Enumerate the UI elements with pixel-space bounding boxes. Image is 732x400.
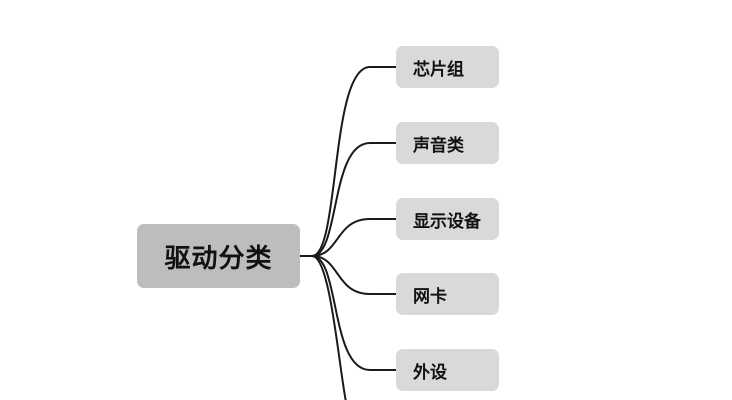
- root-node-label: 驱动分类: [164, 243, 273, 274]
- node-label: 外设: [413, 362, 447, 383]
- root-node[interactable]: 驱动分类: [137, 224, 300, 288]
- node-label: 芯片组: [413, 59, 464, 80]
- node-audio[interactable]: 声音类: [396, 122, 499, 164]
- node-network-card[interactable]: 网卡: [396, 273, 499, 315]
- connector-line-network: [311, 255, 396, 295]
- node-chipset[interactable]: 芯片组: [396, 46, 499, 88]
- connector-line-audio: [311, 142, 396, 257]
- node-label: 网卡: [413, 286, 447, 307]
- node-display-devices[interactable]: 显示设备: [396, 198, 499, 240]
- node-peripherals[interactable]: 外设: [396, 349, 499, 391]
- connector-line-chipset: [300, 66, 396, 257]
- node-label: 显示设备: [413, 211, 481, 232]
- connector-line-offscreen: [311, 255, 347, 400]
- connector-line-peripheral: [311, 255, 396, 371]
- node-label: 声音类: [413, 135, 464, 156]
- connector-line-display: [311, 218, 396, 257]
